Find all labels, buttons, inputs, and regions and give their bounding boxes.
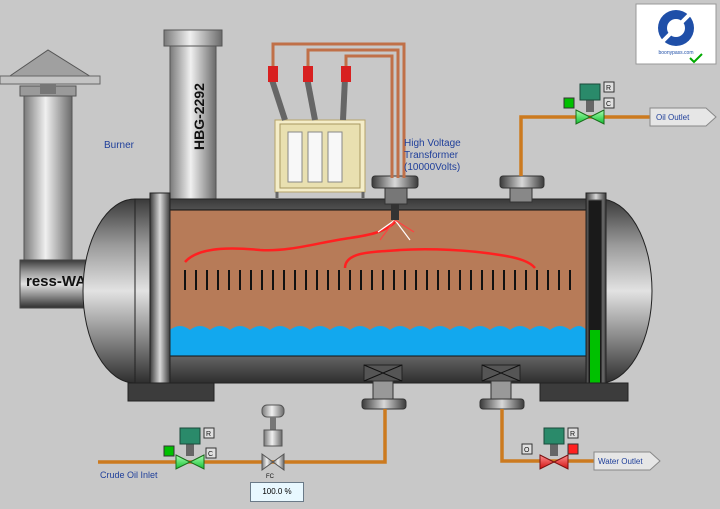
transformer-leads [271,42,406,178]
burner-label: Burner [104,140,135,151]
controller-output-readout: 100.0 % [250,482,304,502]
electrode-wire-right [343,247,536,269]
water-bottom-nozzle-right [479,364,525,410]
vent-text: ress-WA [26,273,86,290]
crude-inlet-valve[interactable] [163,427,217,470]
oil-valve-c: C [606,101,611,108]
level-gauge-fill [590,330,600,384]
water-outlet-label: Water Outlet [598,457,643,466]
separator-vessel [82,192,653,390]
transformer [268,66,366,198]
transformer-label-3: (10000Volts) [404,162,460,173]
transformer-nozzle [371,175,419,205]
crude-inlet-pipe [98,409,387,464]
burner-stack [163,29,223,205]
water-bottom-nozzle-left [361,364,407,410]
flow-control-valve[interactable] [261,404,285,471]
oil-outlet-nozzle [499,175,545,203]
water-outlet-valve[interactable] [521,427,579,470]
stack-id-label: HBG-2292 [191,83,207,150]
level-gauge [587,199,603,386]
oil-valve-r: R [606,85,611,92]
oil-outlet-arrow [649,107,717,127]
electrode-wire-left [184,221,396,263]
water-outlet-arrow [593,451,661,471]
right-saddle [539,382,629,402]
oil-outlet-pipe [519,115,650,176]
spark-icon [377,204,415,241]
crude-inlet-label: Crude Oil Inlet [100,470,158,480]
electrode-grid [184,270,571,290]
inlet-valve-r: R [206,431,211,438]
transformer-label-1: High Voltage [404,138,461,149]
water-valve-r: R [570,431,575,438]
oil-layer [170,210,586,330]
inlet-valve-c: C [208,451,213,458]
logo-text: boonypass.com [658,50,693,56]
site-logo: boonypass.com [635,3,717,65]
water-valve-o: O [524,447,530,454]
transformer-label-2: Transformer [404,150,459,161]
left-saddle [127,382,215,402]
oil-outlet-valve[interactable] [563,81,615,125]
oil-outlet-label: Oil Outlet [656,113,690,122]
fc-label: FC [266,474,275,480]
